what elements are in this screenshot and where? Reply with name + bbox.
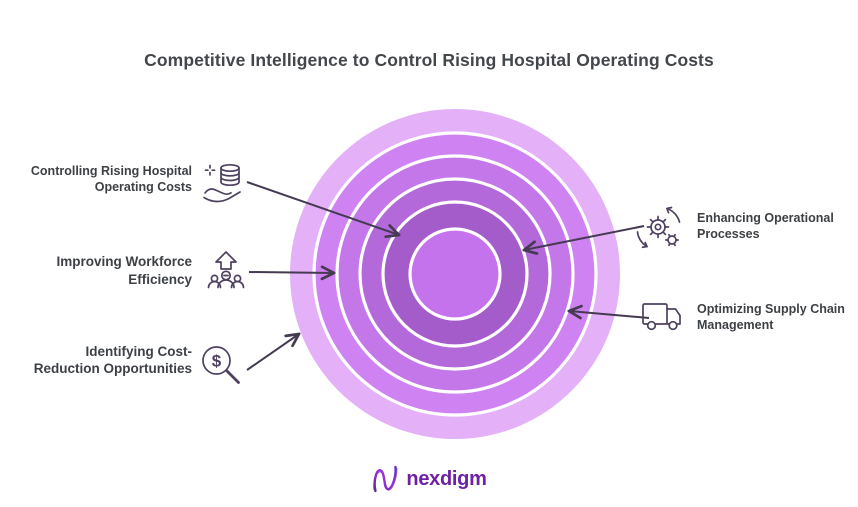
label-supply-chain: Optimizing Supply Chain Management [697,302,845,332]
label-workforce-efficiency: Improving Workforce Efficiency [56,254,192,287]
nexdigm-logo-text: nexdigm [406,467,487,490]
dollar-magnifier-icon: $ [197,341,244,388]
delivery-truck-icon [639,296,687,336]
nexdigm-logo-mark [373,465,398,493]
process-gears-icon [634,202,686,254]
workforce-growth-icon [203,249,249,295]
nexdigm-logo: nexdigm [371,463,487,495]
hand-coins-icon [198,156,252,210]
dollar-sign-glyph: $ [212,352,222,371]
label-cost-reduction: Identifying Cost- Reduction Opportunitie… [33,344,192,376]
label-controlling-costs: Controlling Rising Hospital Operating Co… [30,164,192,194]
page-title: Competitive Intelligence to Control Risi… [144,50,714,70]
center-circle [408,227,502,321]
label-operational-processes: Enhancing Operational Processes [697,211,834,241]
concentric-circles-diagram [290,109,620,439]
